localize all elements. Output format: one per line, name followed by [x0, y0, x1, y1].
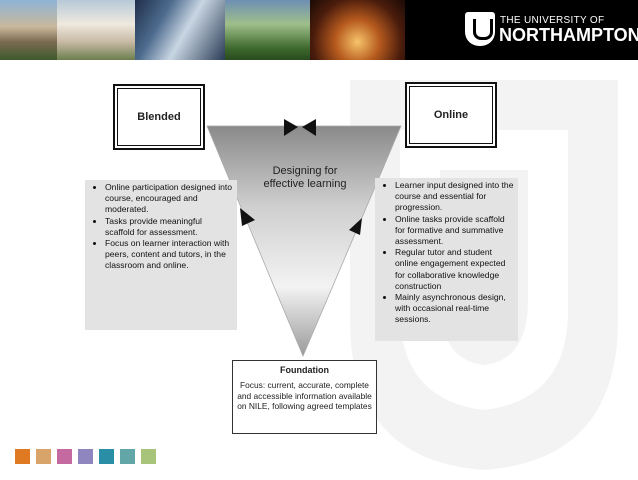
foundation-title: Foundation: [280, 365, 329, 375]
color-squares: [15, 449, 156, 464]
blended-point: Focus on learner interaction with peers,…: [105, 238, 233, 272]
color-square: [141, 449, 156, 464]
color-square: [120, 449, 135, 464]
color-square: [57, 449, 72, 464]
campus-photo-1: [0, 0, 57, 60]
arrow-left-side-icon: [240, 208, 255, 226]
online-label: Online: [433, 109, 469, 121]
campus-photo-3: [135, 0, 225, 60]
color-square: [15, 449, 30, 464]
center-label-line-2: effective learning: [263, 178, 347, 190]
color-square: [78, 449, 93, 464]
online-point: Mainly asynchronous design, with occasio…: [395, 292, 514, 326]
foundation-box: Foundation Focus: current, accurate, com…: [232, 360, 377, 434]
online-point: Regular tutor and student online engagem…: [395, 247, 514, 292]
university-shield-icon: [465, 12, 495, 46]
foundation-text: Focus: current, accurate, complete and a…: [237, 380, 372, 412]
blended-label: Blended: [137, 111, 181, 123]
blended-point: Tasks provide meaningful scaffold for as…: [105, 216, 233, 238]
center-label: Designing for effective learning: [252, 165, 358, 191]
center-label-line-1: Designing for: [272, 165, 338, 177]
logo-line-2: NORTHAMPTON: [499, 25, 638, 45]
campus-photo-4: [225, 0, 310, 60]
arrow-right-side-icon: [349, 218, 362, 235]
blended-point: Online participation designed into cours…: [105, 182, 233, 216]
color-square: [99, 449, 114, 464]
online-points-panel: Learner input designed into the course a…: [375, 178, 518, 341]
blended-box: Blended: [113, 84, 205, 150]
arrow-left-icon: [302, 119, 316, 136]
header-banner: THE UNIVERSITY OF NORTHAMPTON: [0, 0, 638, 60]
blended-points-panel: Online participation designed into cours…: [85, 180, 237, 330]
campus-photo-5: [310, 0, 405, 60]
arrow-right-icon: [284, 119, 298, 136]
online-point: Learner input designed into the course a…: [395, 180, 514, 214]
online-point: Online tasks provide scaffold for format…: [395, 214, 514, 248]
campus-photo-2: [57, 0, 135, 60]
color-square: [36, 449, 51, 464]
logo-line-1: THE UNIVERSITY OF: [500, 15, 605, 26]
online-box: Online: [405, 82, 497, 148]
